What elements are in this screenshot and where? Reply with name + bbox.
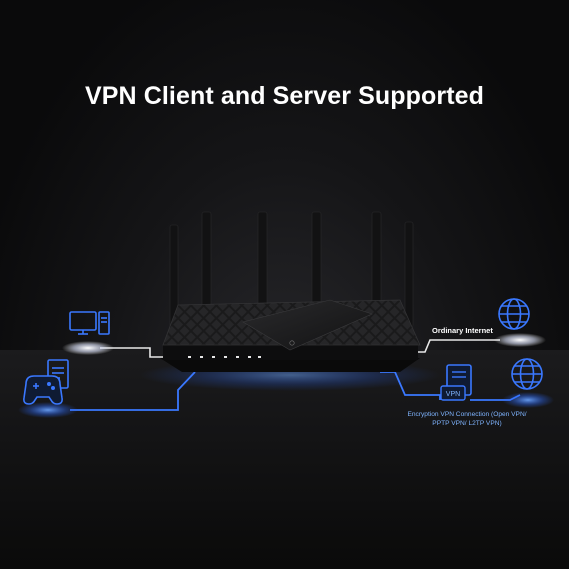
vpn-tag: VPN: [446, 391, 460, 398]
vpn-server-icon: VPN: [440, 364, 472, 401]
encryption-vpn-label: Encryption VPN Connection (Open VPN/ PPT…: [407, 411, 527, 427]
page-title: VPN Client and Server Supported: [84, 82, 484, 110]
ordinary-internet-label: Ordinary Internet: [432, 326, 493, 335]
link-left-bottom: [70, 371, 196, 411]
globe-icon-secondary: [511, 358, 543, 390]
node-left-bottom-glow: [18, 402, 78, 418]
antennas: [169, 211, 414, 331]
node-left-top-glow: [62, 341, 114, 355]
node-right-bottom-glow: [502, 392, 554, 408]
node-right-top-glow: [494, 333, 546, 347]
desktop-computer-icon: [69, 311, 110, 335]
router: [160, 299, 421, 372]
link-left-top: [100, 347, 170, 358]
game-console-icon: [23, 359, 69, 405]
link-right-top: [405, 339, 500, 353]
globe-icon: [498, 298, 530, 330]
